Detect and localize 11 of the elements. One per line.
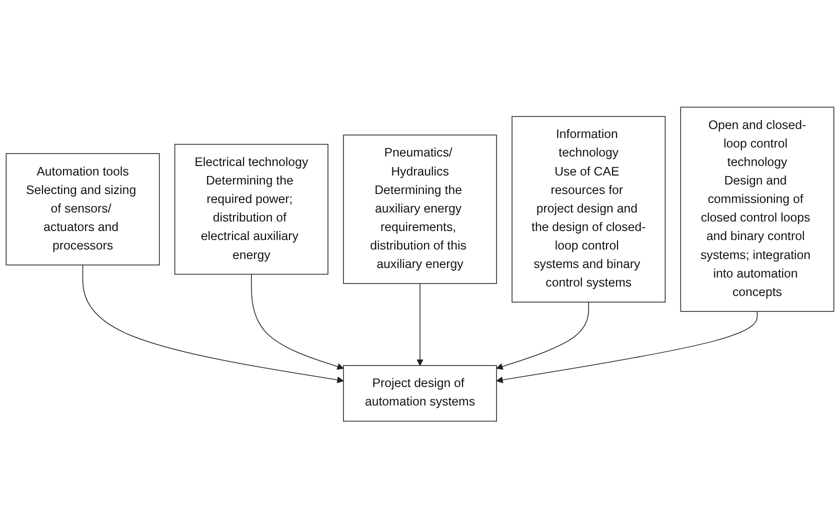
node-box: Pneumatics/ Hydraulics Determining the auxiliary energy requirements, distribution of this auxiliary energy — [343, 134, 497, 284]
arrow — [496, 311, 758, 384]
arrow — [82, 264, 344, 384]
node-box: Information technology Use of CAE resources for project design and the design of closed-loop control systems and binary control systems — [512, 116, 666, 303]
arrow — [251, 274, 344, 370]
node-box: Electrical technology Determining the required power; distribution of electrical auxiliary energy — [174, 144, 328, 275]
node-box: Open and closed-loop control technology Design and commissioning of closed control loops and binary control systems; integration into automation concepts — [680, 107, 834, 312]
node-box: Automation tools Selecting and sizing of sensors/ actuators and processors — [6, 154, 160, 266]
arrow — [416, 283, 424, 366]
node-box: Project design of automation systems — [343, 365, 497, 422]
arrow — [496, 302, 589, 370]
